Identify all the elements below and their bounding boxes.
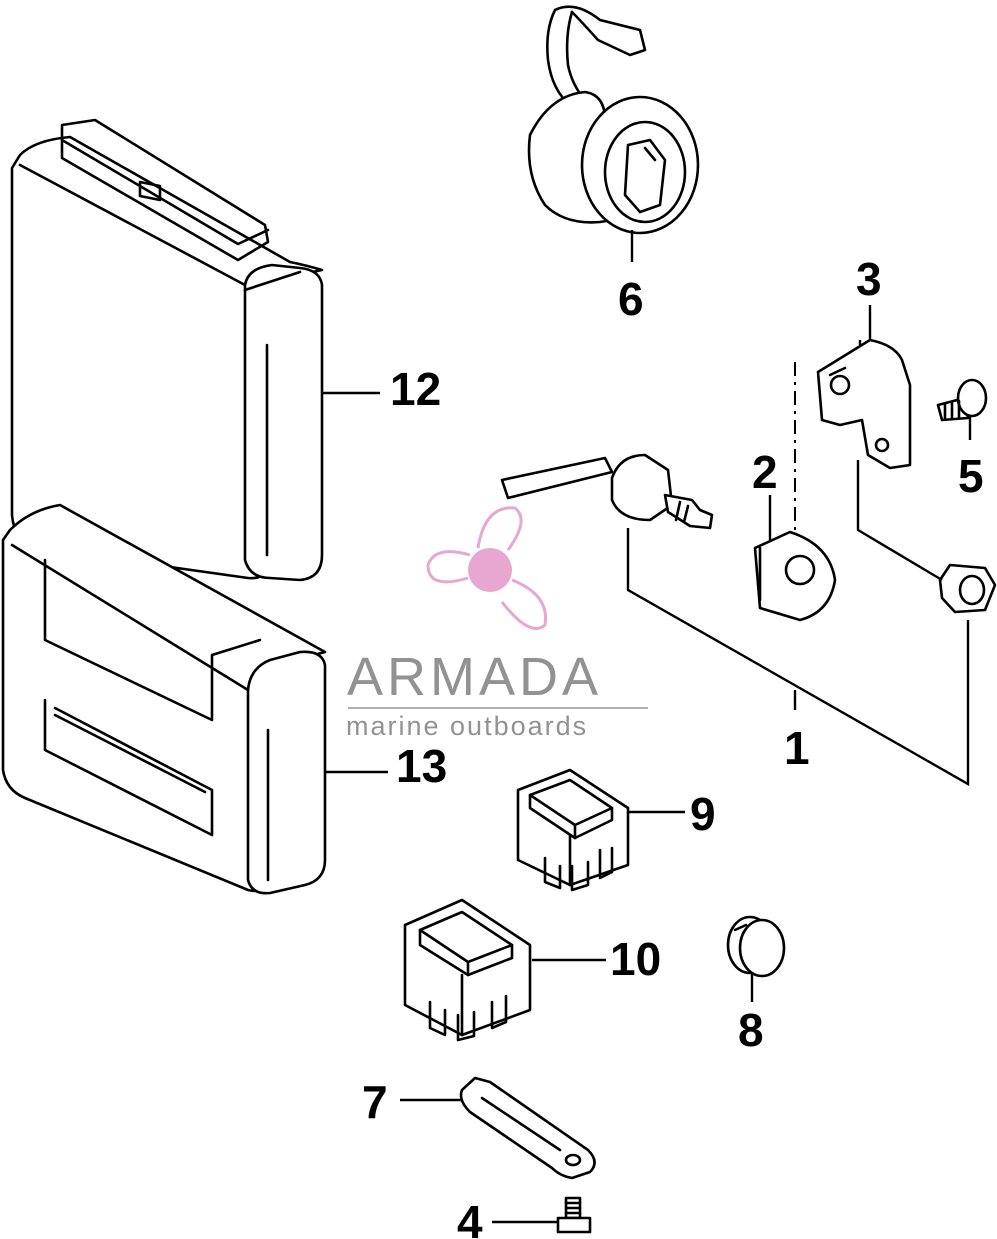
nut [938,563,997,614]
callout-7: 7 [362,1076,388,1128]
propeller-logo-icon [426,506,548,630]
assembly-lines [626,340,970,787]
screw-part-5 [936,378,988,422]
watermark-brand: ARMADA [347,647,602,707]
cap-part-8 [726,915,786,978]
callout-leaders [323,230,972,1224]
callout-numbers: 1 2 3 4 5 6 7 8 9 10 12 13 [362,253,984,1239]
strap-part-7 [459,1076,596,1180]
callout-6: 6 [618,273,644,325]
callout-12: 12 [390,363,441,415]
relay-part-10 [403,898,532,1042]
watermark-tagline: marine outboards [346,711,588,741]
callout-1: 1 [784,722,810,774]
bolt-part-4 [556,1196,592,1234]
callout-5: 5 [958,450,984,502]
relay-part-9 [516,768,630,892]
callout-3: 3 [856,253,882,305]
watermark: ARMADA marine outboards [346,506,648,741]
callout-8: 8 [738,1004,764,1056]
bracket-part-3 [816,338,912,470]
callout-13: 13 [396,740,447,792]
callout-9: 9 [690,788,716,840]
ecu-module-part-12 [10,118,324,582]
sensor-part-1 [500,453,714,530]
callout-4: 4 [457,1196,483,1239]
callout-2: 2 [752,446,778,498]
grommet-part-2 [753,530,837,622]
ecu-cover-part-13 [1,503,327,895]
callout-10: 10 [610,933,661,985]
switch-part-6 [527,5,700,235]
